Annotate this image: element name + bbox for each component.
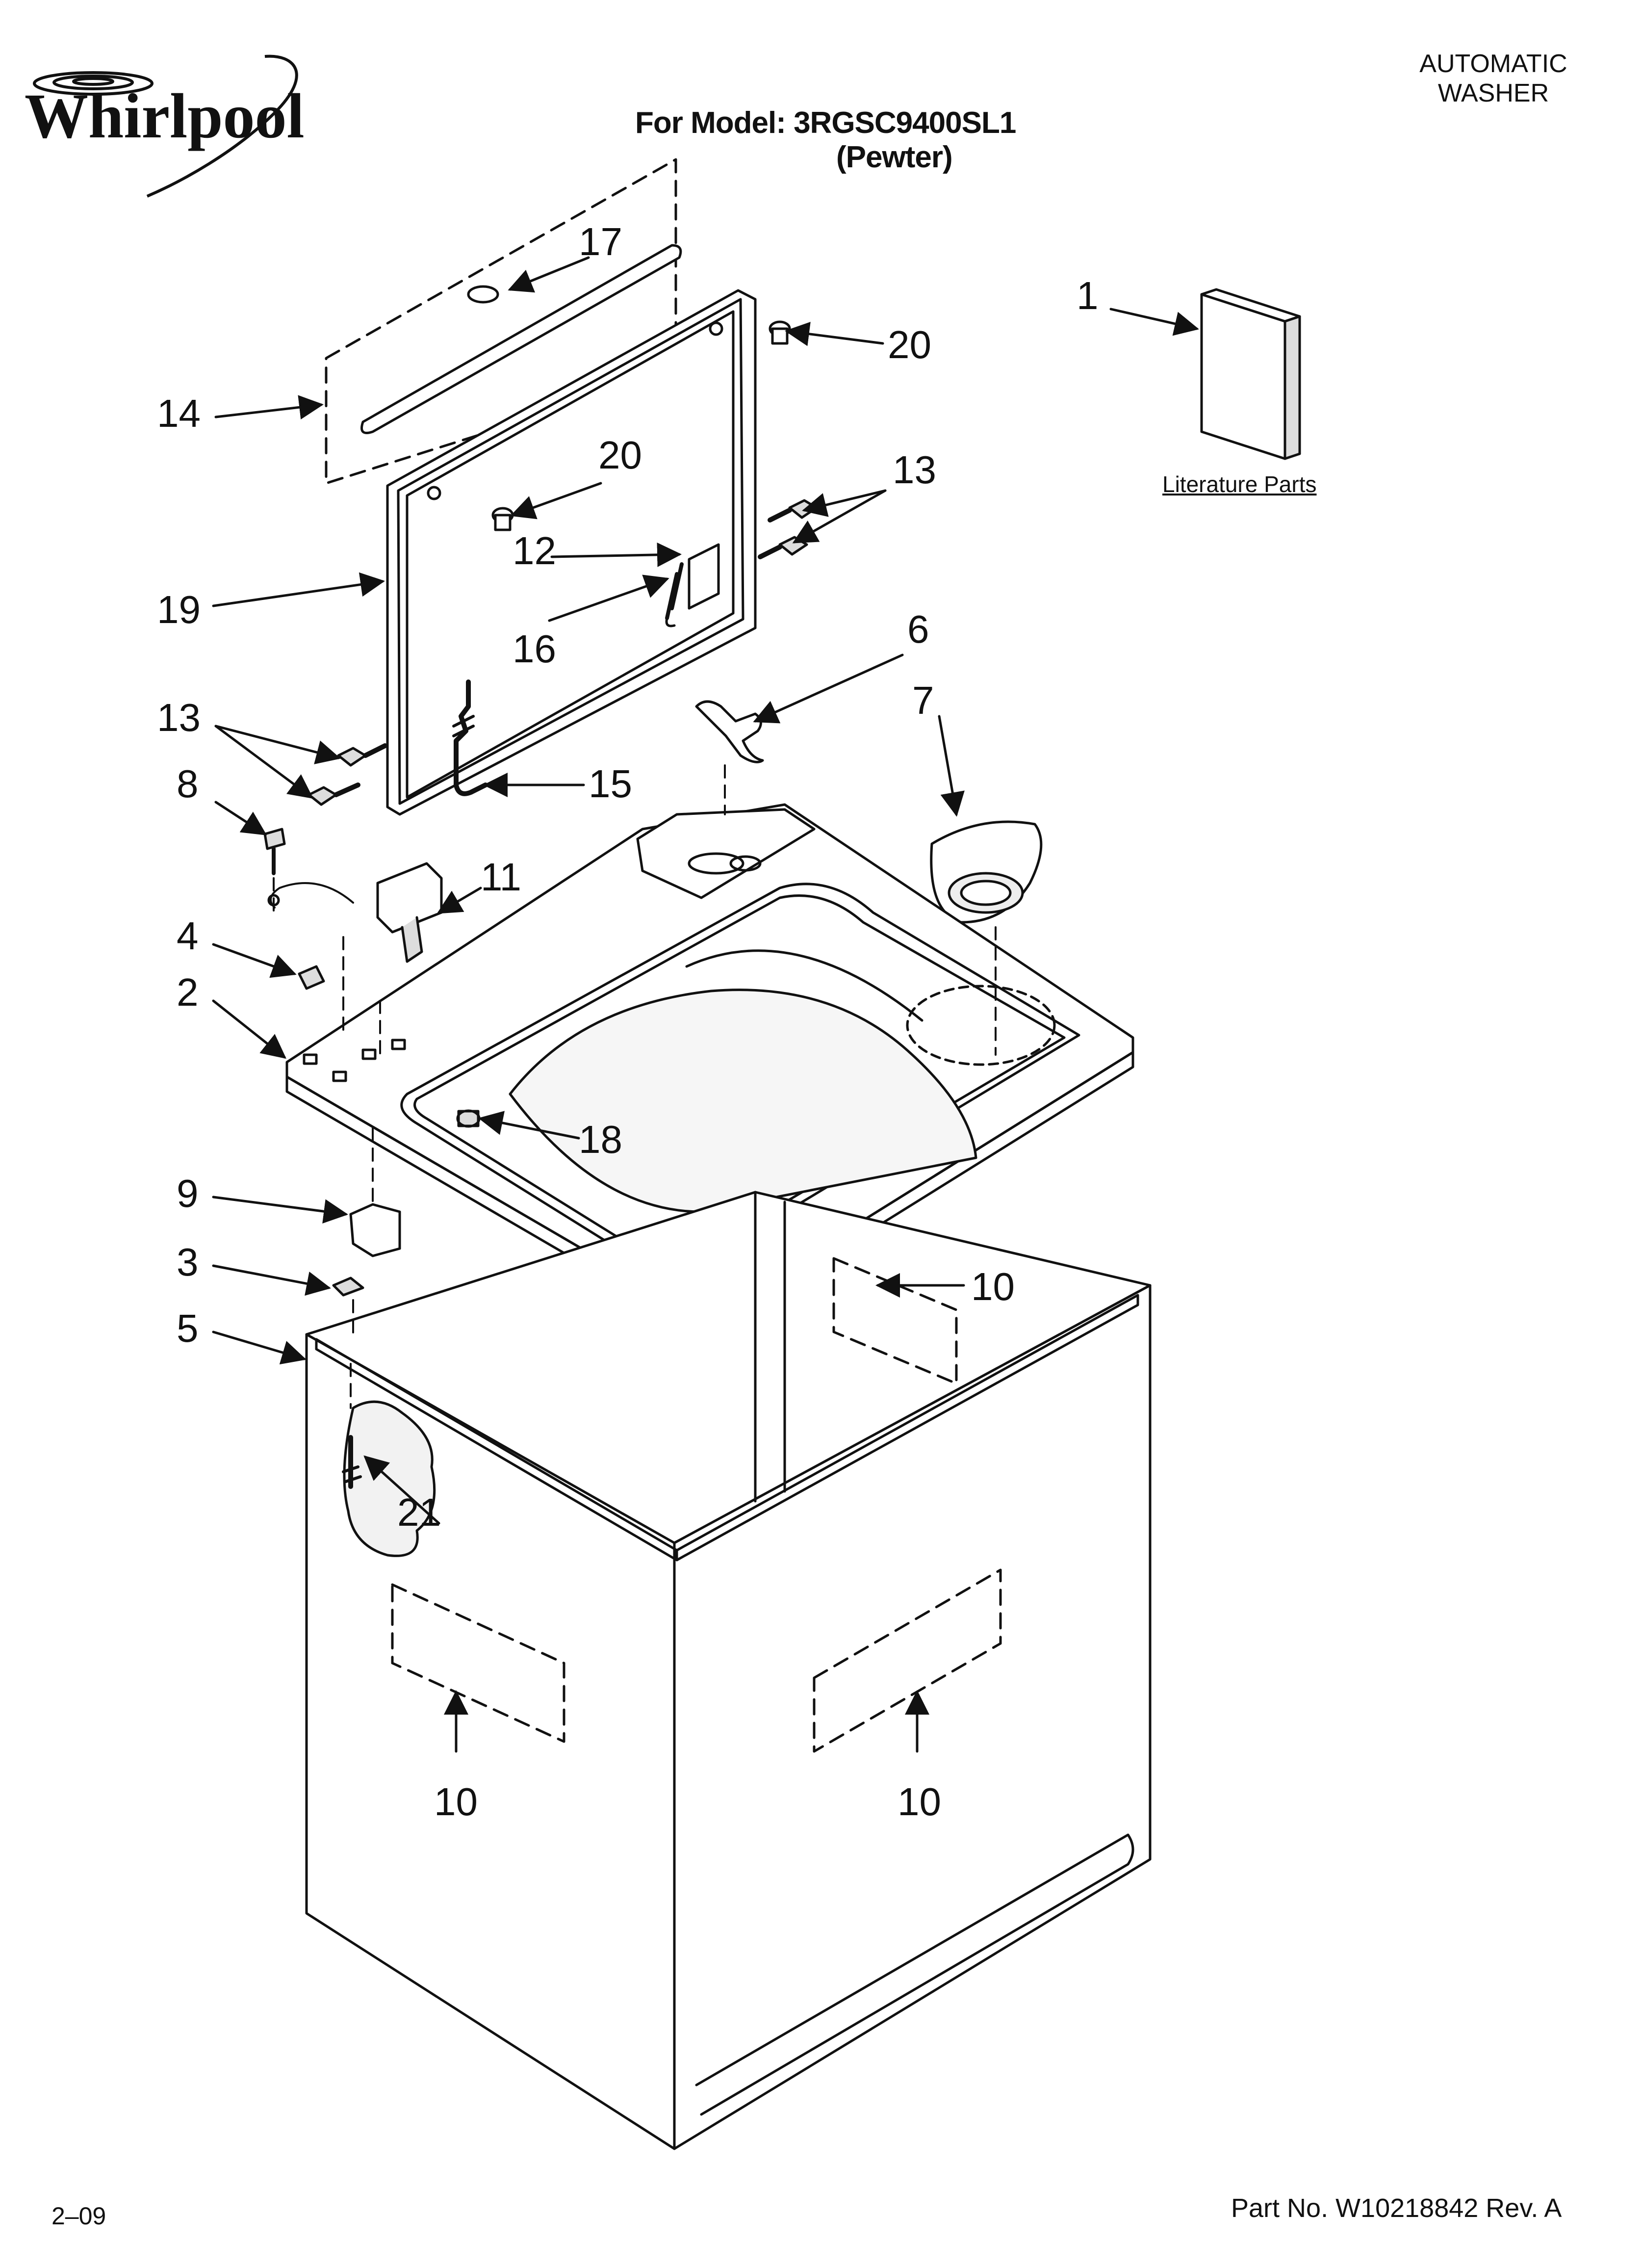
callout-16: 16 xyxy=(513,627,556,671)
callout-19: 19 xyxy=(157,588,201,631)
callout-1: 1 xyxy=(1077,274,1099,317)
leader-arrows xyxy=(212,256,1199,1753)
model-number: For Model: 3RGSC9400SL1 xyxy=(635,106,1016,140)
lid-hinge-rod xyxy=(452,679,488,796)
hinge-screw xyxy=(337,743,387,767)
callout-2: 2 xyxy=(177,970,199,1014)
callout-5: 5 xyxy=(177,1306,199,1350)
lid-hinge-bracket xyxy=(665,543,720,627)
fitting xyxy=(456,1109,481,1128)
callout-13: 13 xyxy=(157,696,201,739)
callout-3: 3 xyxy=(177,1240,199,1284)
literature-booklet xyxy=(1200,288,1301,460)
part-number: Part No. W10218842 Rev. A xyxy=(1231,2193,1562,2223)
clip-nut xyxy=(298,965,325,990)
callout-21: 21 xyxy=(397,1490,441,1534)
lid-frame xyxy=(386,289,757,816)
callout-10: 10 xyxy=(898,1780,941,1824)
lid-handle-bumper xyxy=(467,285,499,304)
hinge-screw xyxy=(768,499,818,522)
callout-18: 18 xyxy=(579,1118,622,1161)
callout-8: 8 xyxy=(177,762,199,806)
lid-handle xyxy=(360,244,682,434)
model-color: (Pewter) xyxy=(836,140,953,174)
lid-switch xyxy=(270,862,443,963)
clip xyxy=(695,700,764,763)
revision-date: 2–09 xyxy=(51,2202,106,2230)
callout-9: 9 xyxy=(177,1172,199,1215)
callout-10: 10 xyxy=(971,1265,1015,1308)
callout-14: 14 xyxy=(157,391,201,435)
screw xyxy=(263,828,286,907)
callout-11: 11 xyxy=(481,855,521,899)
callout-7: 7 xyxy=(912,678,934,722)
label-location xyxy=(832,1257,958,1385)
callout-6: 6 xyxy=(907,607,929,651)
label-location xyxy=(391,1583,565,1743)
whirlpool-logo: Whirlpool xyxy=(25,54,305,198)
label-location xyxy=(813,1568,1002,1753)
callout-15: 15 xyxy=(589,762,632,806)
fabric-softener-dispenser xyxy=(930,820,1043,924)
whirlpool-swirl-icon xyxy=(33,54,298,198)
callout-12: 12 xyxy=(513,529,556,573)
lid-bumper xyxy=(491,507,514,531)
logo-wordmark: Whirlpool xyxy=(25,81,305,152)
callout-labels: 1 2 3 4 5 6 7 8 9 10 10 10 11 12 13 13 1… xyxy=(157,220,1099,1824)
callout-10: 10 xyxy=(434,1780,478,1824)
switch-bracket xyxy=(349,1203,401,1257)
hinge-screw xyxy=(308,782,360,806)
callout-20: 20 xyxy=(888,323,931,366)
clip-nut xyxy=(332,1277,364,1297)
product-type-line1: AUTOMATIC xyxy=(1419,50,1567,78)
callout-20: 20 xyxy=(598,433,642,477)
product-type: AUTOMATIC WASHER xyxy=(1390,49,1596,108)
lid-bumper xyxy=(769,320,791,345)
callout-17: 17 xyxy=(579,220,622,263)
callout-4: 4 xyxy=(177,914,199,958)
product-type-line2: WASHER xyxy=(1437,79,1549,107)
cabinet xyxy=(305,1191,1152,2150)
callout-13: 13 xyxy=(893,448,936,492)
literature-parts-label: Literature Parts xyxy=(1162,471,1317,497)
